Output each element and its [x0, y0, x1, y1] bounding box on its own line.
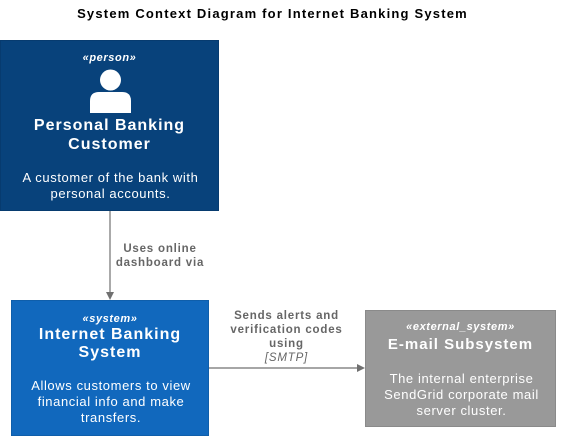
person-desc-line2: personal accounts. — [50, 186, 171, 201]
system-name-line2: System — [78, 344, 142, 361]
external-desc-line3: server cluster. — [416, 403, 507, 418]
person-name-line2: Customer — [68, 136, 151, 153]
system-description: Allows customers to view financial info … — [16, 378, 206, 426]
sends-arrowhead — [357, 364, 365, 372]
person-desc-line1: A customer of the bank with — [22, 170, 199, 185]
uses-arrowhead — [106, 292, 114, 300]
person-icon — [90, 69, 131, 113]
person-node[interactable]: «person» Personal Banking Customer A cus… — [0, 40, 219, 211]
sends-edge-label: Sends alerts and verification codes usin… — [214, 309, 359, 365]
system-desc-line1: Allows customers to view — [31, 378, 191, 393]
uses-label-line2: dashboard via — [115, 257, 205, 269]
external-desc-line2: SendGrid corporate mail — [384, 387, 539, 402]
sends-label-line2: verification codes — [230, 324, 343, 336]
system-name: Internet Banking System — [12, 326, 208, 362]
uses-edge[interactable] — [106, 211, 114, 300]
system-stereotype: «system» — [82, 313, 138, 325]
sends-label-line3: using — [269, 338, 304, 350]
uses-label-line1: Uses online — [123, 243, 197, 255]
external-description: The internal enterprise SendGrid corpora… — [370, 371, 553, 419]
diagram-title: System Context Diagram for Internet Bank… — [77, 6, 468, 21]
system-name-line1: Internet Banking — [38, 326, 182, 343]
external-system-node[interactable]: «external_system» E-mail Subsystem The i… — [365, 310, 556, 427]
sends-label-line1: Sends alerts and — [234, 310, 339, 322]
uses-edge-label: Uses online dashboard via — [112, 242, 208, 270]
external-name: E-mail Subsystem — [387, 336, 534, 353]
external-stereotype: «external_system» — [406, 321, 515, 333]
sends-edge[interactable] — [209, 364, 365, 372]
system-desc-line3: transfers. — [80, 410, 142, 425]
system-desc-line2: financial info and make — [37, 394, 185, 409]
sends-technology: [SMTP] — [264, 352, 309, 364]
person-name-line1: Personal Banking — [33, 117, 186, 134]
person-description: A customer of the bank with personal acc… — [5, 170, 216, 202]
system-node[interactable]: «system» Internet Banking System Allows … — [11, 300, 209, 436]
person-name: Personal Banking Customer — [1, 116, 218, 154]
external-desc-line1: The internal enterprise — [389, 371, 534, 386]
person-stereotype: «person» — [82, 52, 137, 64]
